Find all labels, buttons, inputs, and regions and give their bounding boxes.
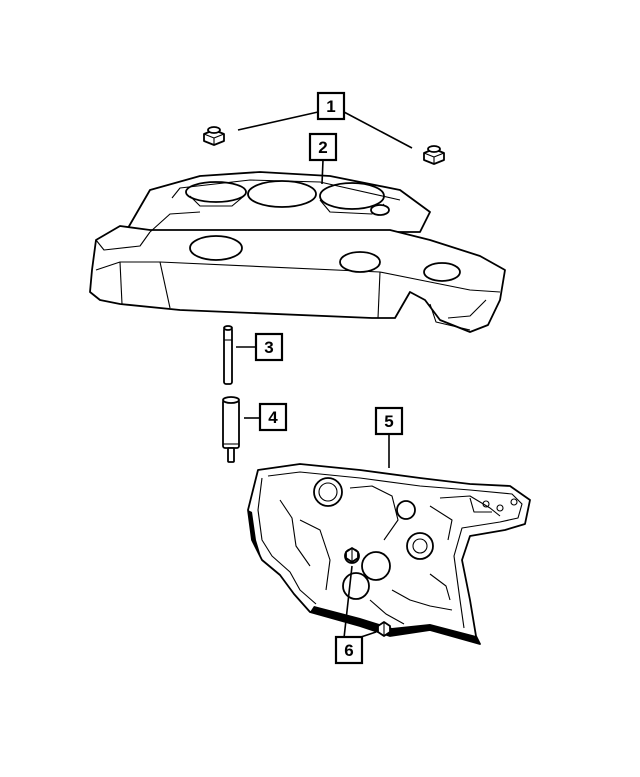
fastener-upper-icon	[345, 547, 359, 563]
callout-4: 4	[258, 402, 288, 432]
callout-1: 1	[316, 91, 346, 121]
fastener-lower-icon	[377, 621, 391, 637]
callout-6-label: 6	[344, 641, 353, 660]
callout-2-label: 2	[318, 138, 327, 157]
callout-3-label: 3	[264, 338, 273, 357]
callout-5-label: 5	[384, 412, 393, 431]
stud-icon	[223, 325, 233, 385]
callout-4-label: 4	[268, 408, 278, 427]
spacer-stud-icon	[222, 396, 240, 463]
insulator-pad-icon	[247, 463, 531, 645]
nut-right-icon	[423, 145, 445, 165]
leader-lines	[236, 111, 413, 639]
callout-1-label: 1	[326, 97, 335, 116]
nut-left-icon	[203, 126, 225, 146]
engine-cover-icon	[89, 171, 506, 333]
callout-3: 3	[254, 332, 284, 362]
callout-2: 2	[308, 132, 338, 162]
callout-6: 6	[334, 635, 364, 665]
callout-5: 5	[374, 406, 404, 436]
